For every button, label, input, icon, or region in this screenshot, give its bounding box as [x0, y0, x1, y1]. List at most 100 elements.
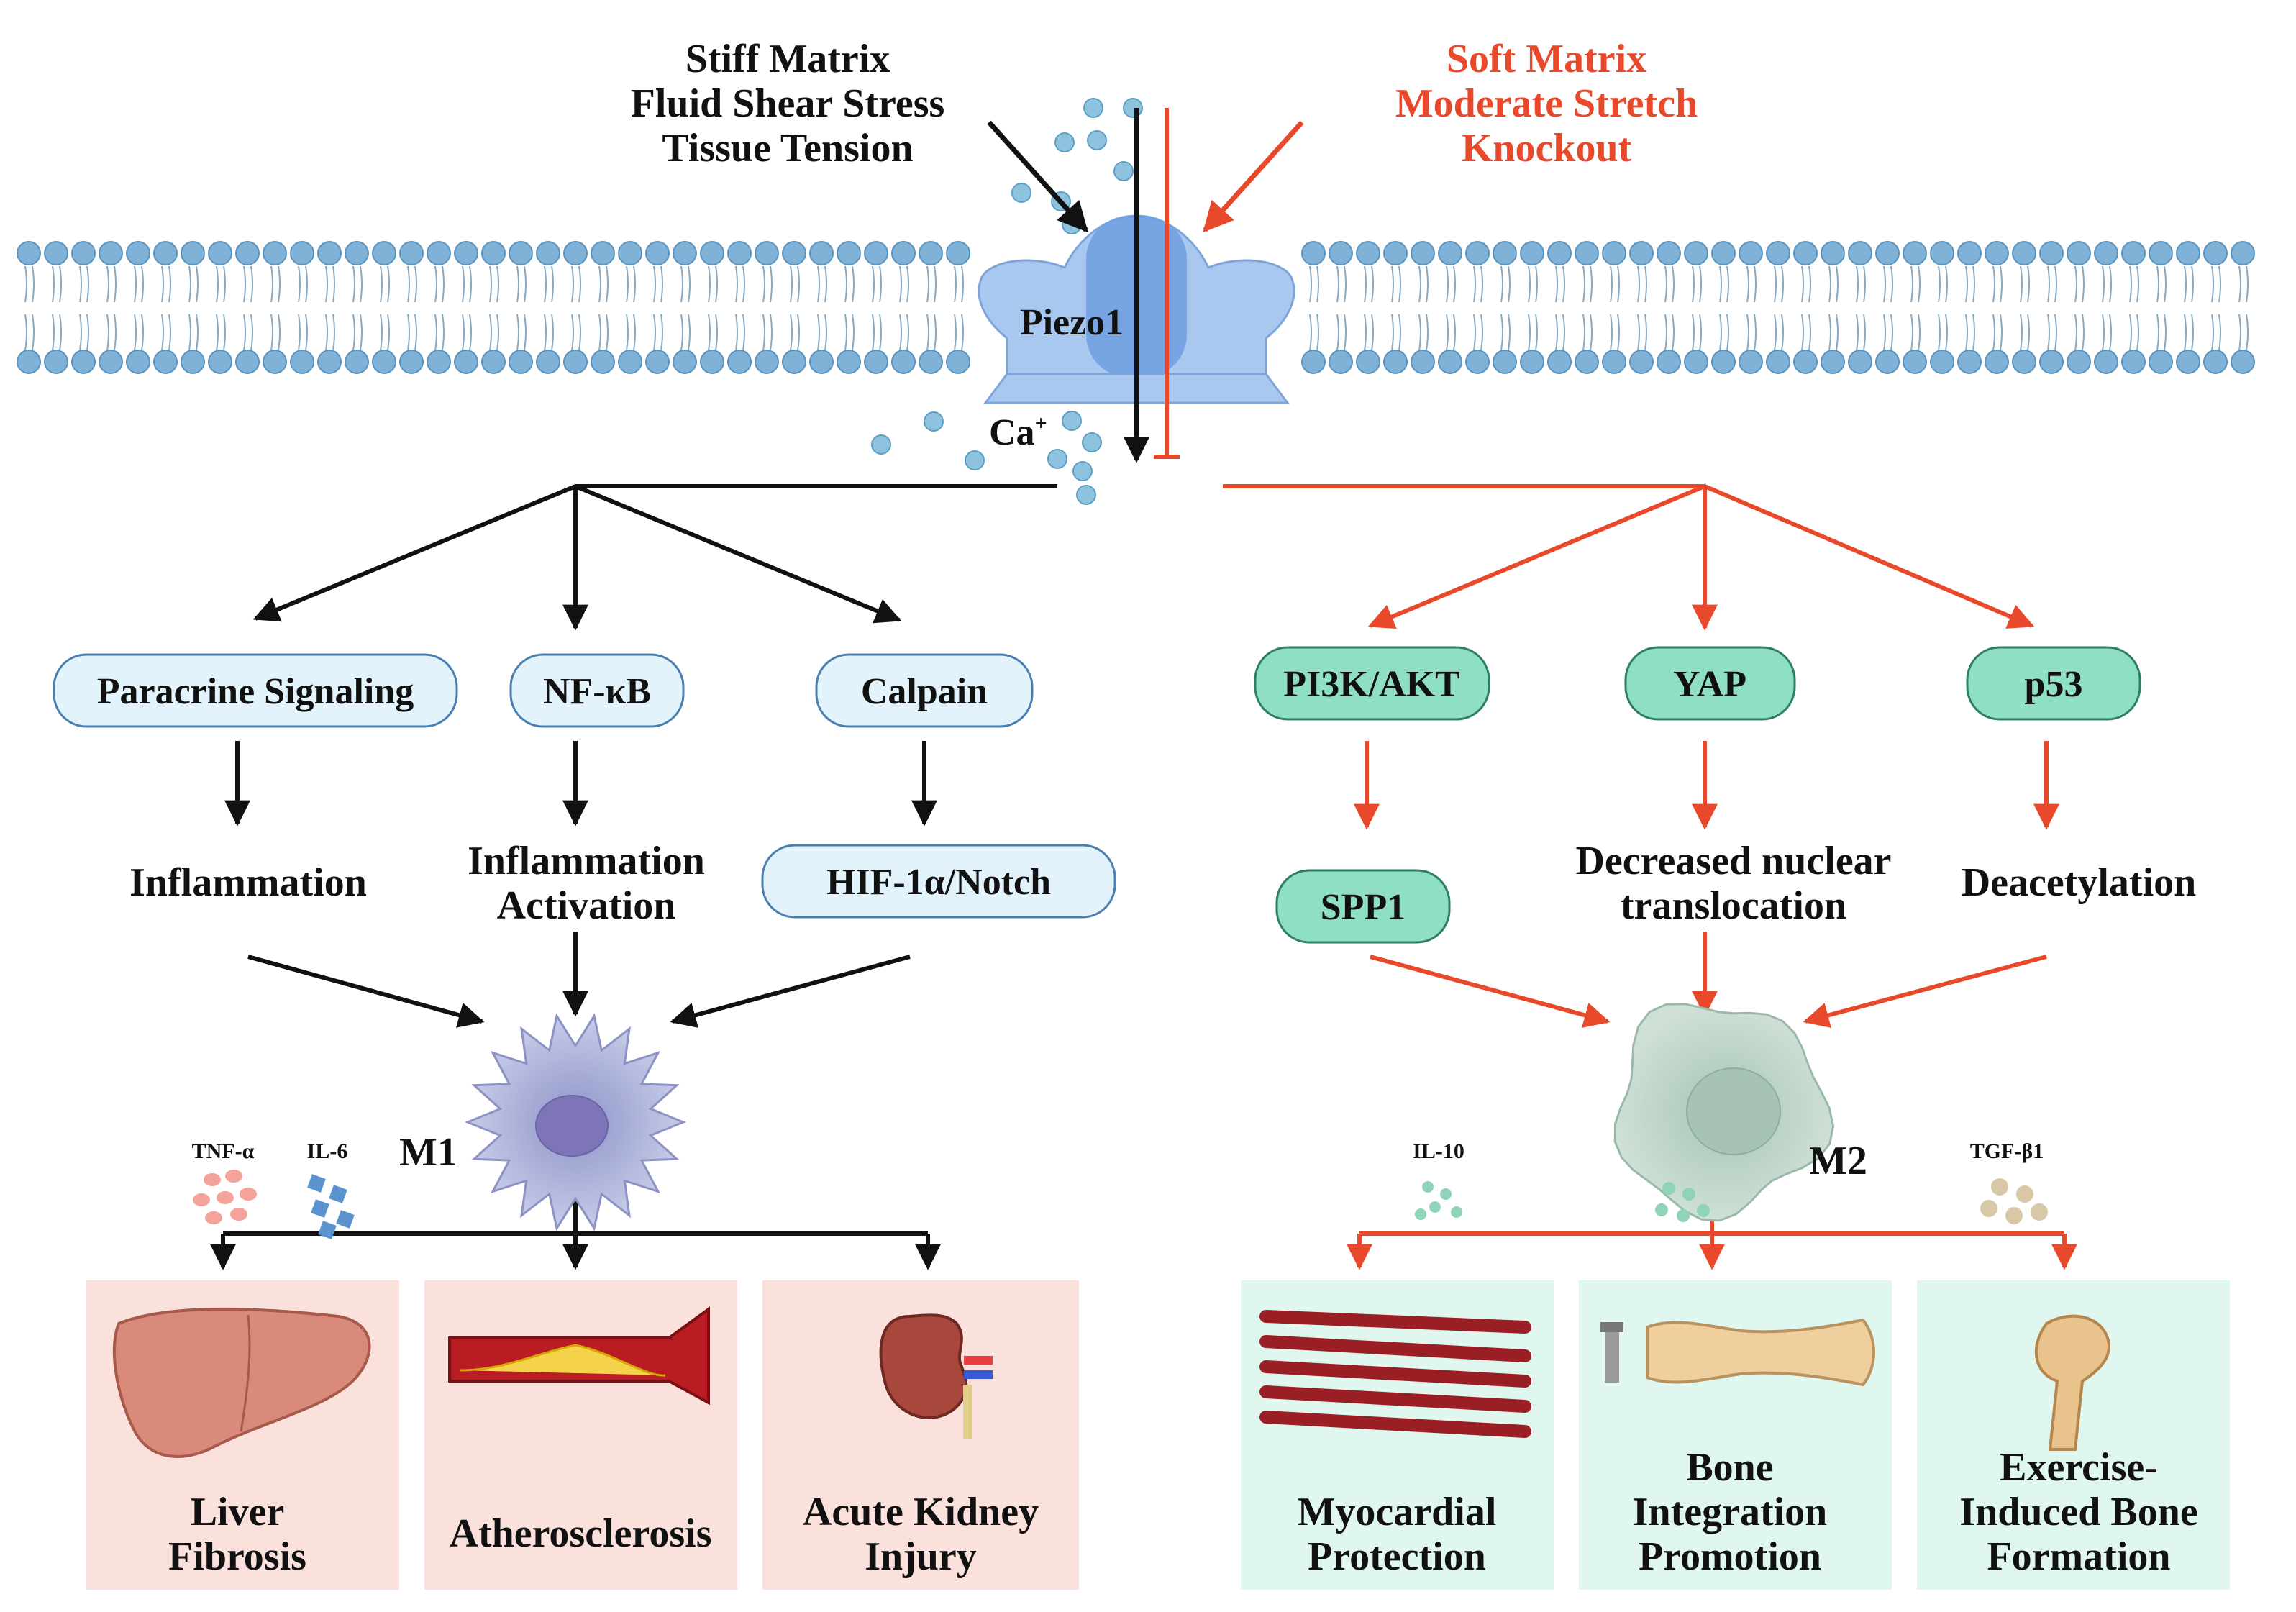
lipid-head — [509, 241, 533, 265]
lipid-tail — [2238, 265, 2241, 303]
lipid-head — [2067, 241, 2091, 265]
lipid-head — [1985, 350, 2009, 374]
lipid-tail — [134, 265, 137, 303]
lipid-tail — [1774, 265, 1777, 303]
lipid-tail — [633, 265, 636, 303]
lipid-head — [1930, 241, 1954, 265]
lipid-tail — [1637, 314, 1640, 351]
lipid-tail — [2020, 314, 2023, 351]
outcome-panel-atherosclerosis: Atherosclerosis — [424, 1280, 737, 1590]
lipid-tail — [817, 314, 820, 351]
activating-stimulus-arrow — [987, 120, 1088, 233]
lipid-tail — [325, 265, 328, 303]
outcome-panel-liver-fibrosis: Liver Fibrosis — [86, 1280, 399, 1590]
lipid-tail — [2191, 265, 2194, 303]
lipid-tail — [1992, 314, 1995, 351]
lipid-tail — [1781, 265, 1784, 303]
lipid-head — [17, 241, 41, 265]
lipid-head — [2039, 241, 2064, 265]
lipid-tail — [906, 314, 909, 351]
lipid-head — [427, 350, 451, 374]
lipid-tail — [489, 265, 492, 303]
lipid-head — [2012, 241, 2036, 265]
lipid-tail — [1883, 265, 1886, 303]
lipid-head — [17, 350, 41, 374]
lipid-tail — [1774, 314, 1777, 351]
lipid-tail — [352, 314, 355, 351]
lipid-tail — [1746, 265, 1749, 303]
lipid-head — [536, 241, 560, 265]
calcium-ion — [1113, 161, 1134, 181]
lipid-head — [563, 241, 588, 265]
lipid-tail — [817, 265, 820, 303]
lipid-tail — [2184, 265, 2187, 303]
lipid-tail — [872, 314, 875, 351]
lipid-head — [1438, 241, 1462, 265]
lipid-tail — [708, 265, 711, 303]
lipid-tail — [1344, 265, 1347, 303]
il10-particles-icon — [1415, 1181, 1462, 1220]
lipid-tail — [1391, 265, 1394, 303]
lipid-head — [44, 350, 68, 374]
lipid-tail — [660, 265, 663, 303]
lipid-tail — [352, 265, 355, 303]
lipid-head — [864, 241, 888, 265]
lipid-tail — [442, 265, 445, 303]
lipid-tail — [1426, 314, 1429, 351]
lipid-tail — [1965, 265, 1968, 303]
lipid-head — [427, 241, 451, 265]
lipid-head — [891, 350, 916, 374]
lipid-tail — [1453, 265, 1456, 303]
lipid-head — [44, 241, 68, 265]
lipid-tail — [1426, 265, 1429, 303]
lipid-tail — [1528, 265, 1531, 303]
lipid-head — [946, 350, 970, 374]
calcium-ion — [1087, 130, 1107, 150]
lipid-tail — [2047, 265, 2050, 303]
lipid-tail — [86, 314, 89, 351]
lipid-tail — [926, 265, 929, 303]
lipid-tail — [735, 265, 738, 303]
lipid-tail — [141, 265, 144, 303]
lipid-tail — [954, 265, 957, 303]
right-result-decreased: Decreased nuclear — [1575, 839, 1891, 883]
lipid-tail — [298, 314, 301, 351]
lipid-tail — [899, 265, 902, 303]
lipid-head — [1520, 241, 1544, 265]
svg-text:Acute Kidney: Acute Kidney — [803, 1490, 1039, 1534]
lipid-head — [399, 241, 424, 265]
lipid-tail — [1910, 265, 1913, 303]
lipid-tail — [114, 314, 117, 351]
lipid-head — [1438, 350, 1462, 374]
muscle-fiber-icon — [1259, 1310, 1531, 1438]
activating-stimuli: Stiff Matrix Fluid Shear Stress Tissue T… — [631, 37, 945, 170]
lipid-tail — [1918, 265, 1921, 303]
lipid-head — [645, 241, 670, 265]
lipid-tail — [141, 314, 144, 351]
lipid-tail — [1726, 265, 1729, 303]
lipid-tail — [2164, 265, 2167, 303]
lipid-tail — [1945, 314, 1948, 351]
svg-text:Protection: Protection — [1308, 1534, 1486, 1579]
lipid-tail — [872, 265, 875, 303]
left-result-activation-line2: Activation — [497, 883, 676, 928]
outcome-panel-myocardial-protection: Myocardial Protection — [1241, 1280, 1554, 1590]
inhibiting-stimuli: Soft Matrix Moderate Stretch Knockout — [1395, 37, 1698, 170]
lipid-tail — [1637, 265, 1640, 303]
lipid-tail — [1590, 314, 1593, 351]
left-node-calpain: Calpain — [815, 653, 1034, 728]
lipid-head — [2121, 350, 2146, 374]
lipid-head — [1356, 241, 1380, 265]
lipid-tail — [2136, 265, 2139, 303]
lipid-tail — [1480, 265, 1483, 303]
lipid-tail — [852, 314, 855, 351]
lipid-tail — [680, 265, 683, 303]
lipid-tail — [2246, 265, 2249, 303]
lipid-head — [727, 241, 752, 265]
lipid-tail — [434, 265, 437, 303]
lipid-head — [181, 241, 205, 265]
lipid-tail — [1801, 265, 1804, 303]
calcium-ion — [1123, 98, 1143, 118]
lipid-tail — [516, 314, 519, 351]
lipid-tail — [24, 265, 27, 303]
